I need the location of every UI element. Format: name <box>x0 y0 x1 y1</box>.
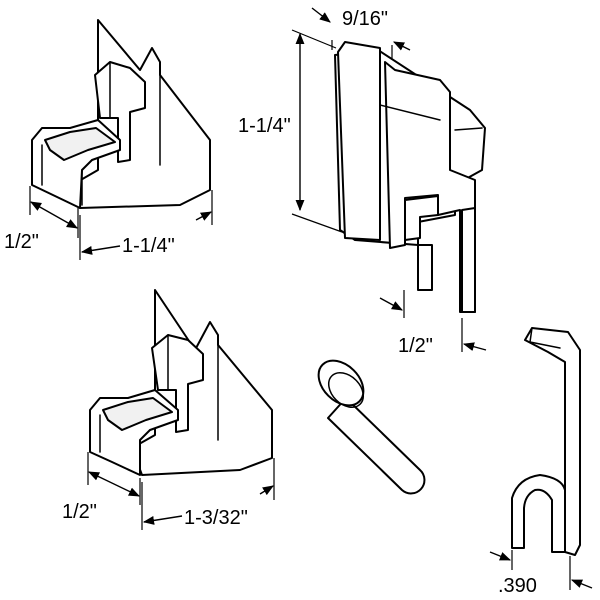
clip2-dimensions: 9/16" 1-1/4" 1/2" <box>238 7 487 357</box>
hook-part <box>511 327 581 556</box>
clip1-length-label: 1-1/4" <box>122 235 175 257</box>
clip3-length-label: 1-3/32" <box>184 507 248 529</box>
hook-gap-label: .390 <box>498 575 537 597</box>
clip3-depth-label: 1/2" <box>62 501 97 523</box>
hook-dimensions: .390 <box>489 550 593 597</box>
clip2-width-label: 9/16" <box>342 8 388 30</box>
clip2-leg-label: 1/2" <box>398 335 433 357</box>
clip2-height-label: 1-1/4" <box>238 115 291 137</box>
clip-part-top-left <box>31 19 211 209</box>
clip1-dimensions: 1/2" 1-1/4" <box>4 186 213 260</box>
clip-part-bottom-left <box>89 289 273 476</box>
clip3-dimensions: 1/2" 1-3/32" <box>62 452 275 530</box>
clip1-depth-label: 1/2" <box>4 231 39 253</box>
clip-part-top-right <box>334 41 486 313</box>
pin-part <box>317 359 426 495</box>
